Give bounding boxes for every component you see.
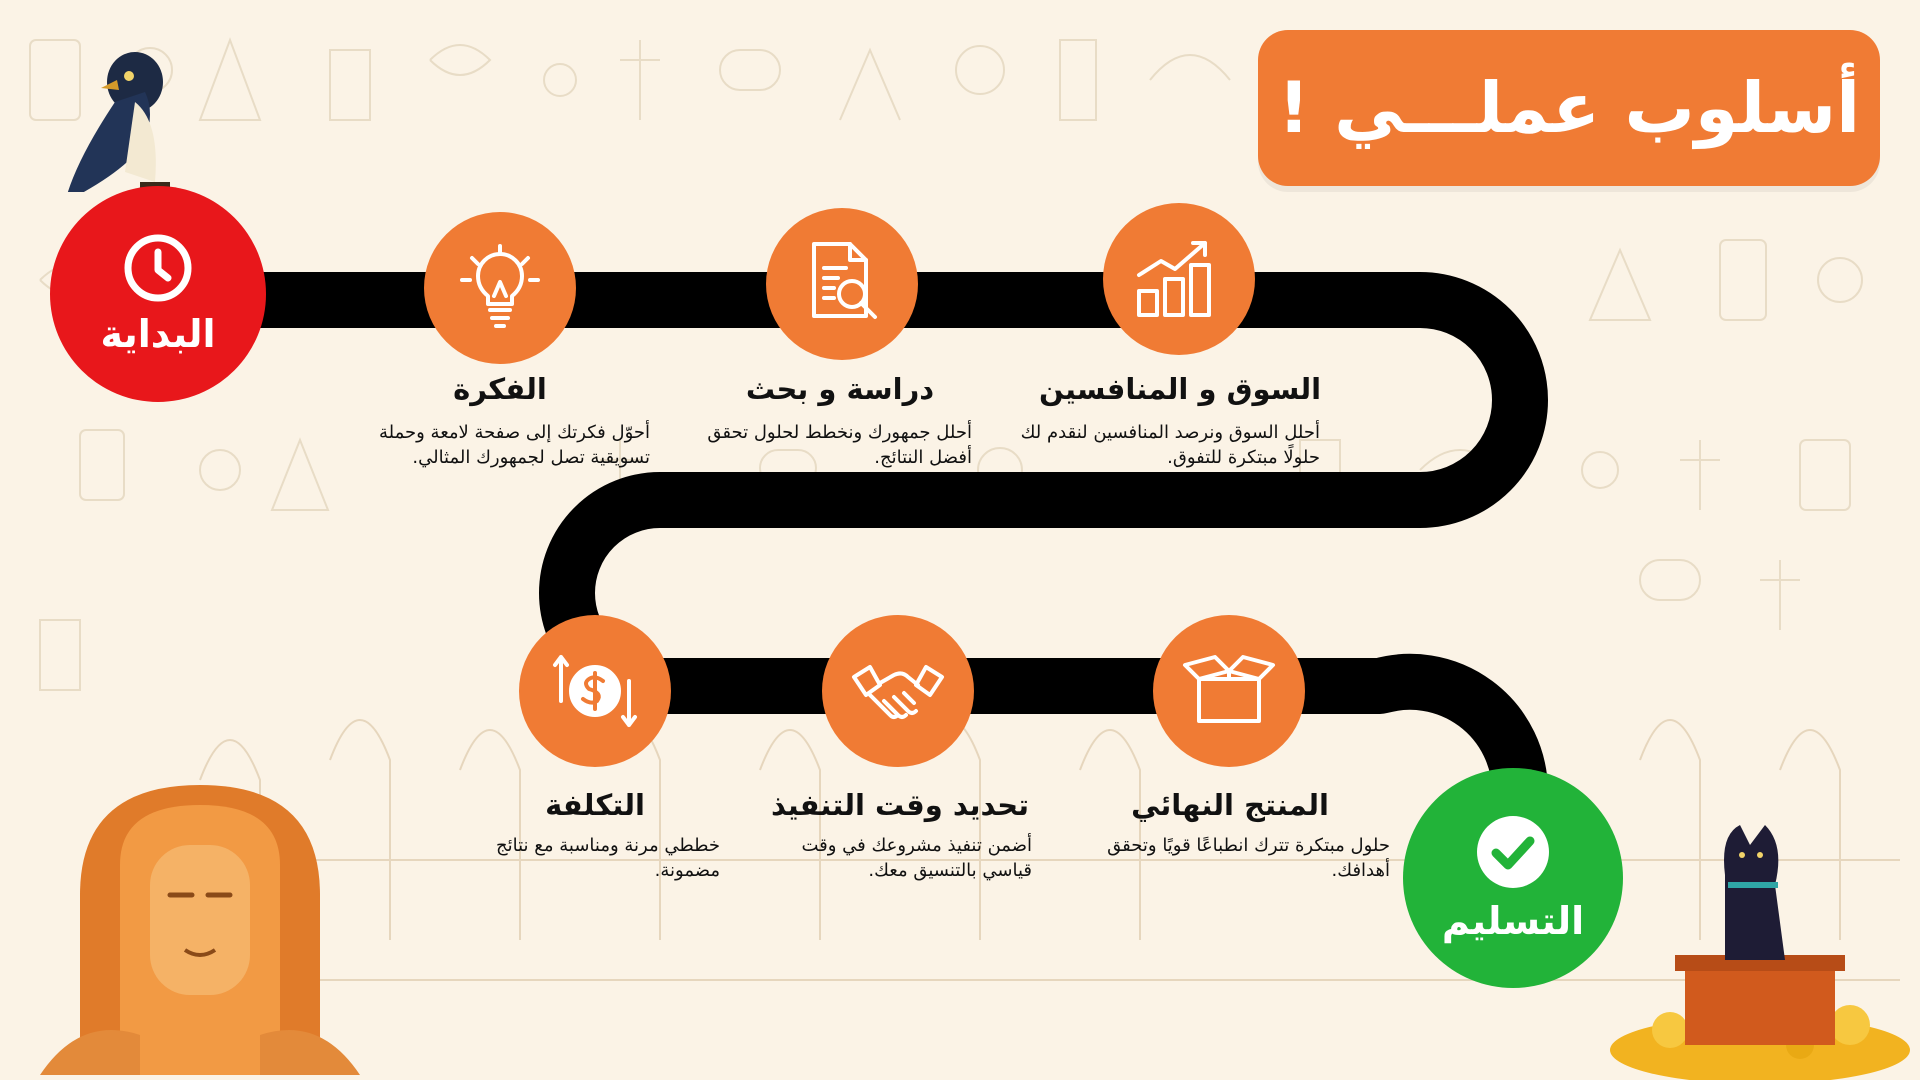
- sphinx-icon: [40, 785, 360, 1075]
- step-desc-research: أحلل جمهورك ونخطط لحلول تحقق أفضل النتائ…: [707, 422, 972, 468]
- step-circle-research: [766, 208, 918, 360]
- box-icon: [1183, 655, 1275, 723]
- step-circle-cost: [519, 615, 671, 767]
- step-circle-idea: [424, 212, 576, 364]
- step-circle-market: [1103, 203, 1255, 355]
- step-circle-timing: [822, 615, 974, 767]
- clock-icon: [124, 234, 192, 302]
- step-desc-market: أحلل السوق ونرصد المنافسين لنقدم لك حلول…: [1020, 422, 1320, 468]
- step-circle-product: [1153, 615, 1305, 767]
- step-desc-idea: أحوّل فكرتك إلى صفحة لامعة وحملة تسويقية…: [379, 422, 650, 468]
- check-icon: [1477, 816, 1549, 888]
- growth-chart-icon: [1137, 241, 1211, 317]
- title-banner: أسلوب عملـــي !: [1258, 30, 1880, 186]
- step-desc-product: حلول مبتكرة تترك انطباعًا قويًا وتحقق أه…: [1107, 835, 1390, 881]
- lightbulb-icon: [460, 244, 540, 328]
- start-marker: البداية: [50, 186, 266, 402]
- handshake-icon: [852, 665, 944, 719]
- end-label: التسليم: [1441, 899, 1585, 943]
- cat-statue-icon: [1610, 825, 1910, 1080]
- end-marker: التسليم: [1403, 768, 1623, 988]
- document-search-icon: [812, 242, 877, 319]
- falcon-icon: [67, 52, 170, 192]
- dollar-cycle-icon: [553, 655, 637, 727]
- step-title-idea: الفكرة: [453, 372, 547, 406]
- step-desc-cost: خططي مرنة ومناسبة مع نتائج مضمونة.: [496, 835, 720, 881]
- step-title-cost: التكلفة: [545, 788, 645, 822]
- page-title: أسلوب عملـــي !: [1277, 67, 1861, 149]
- step-title-timing: تحديد وقت التنفيذ: [770, 788, 1030, 822]
- step-desc-timing: أضمن تنفيذ مشروعك في وقت قياسي بالتنسيق …: [801, 835, 1032, 881]
- step-title-product: المنتج النهائي: [1131, 788, 1329, 822]
- step-title-market: السوق و المنافسين: [1038, 372, 1322, 406]
- step-title-research: دراسة و بحث: [745, 372, 935, 406]
- start-label: البداية: [100, 312, 216, 356]
